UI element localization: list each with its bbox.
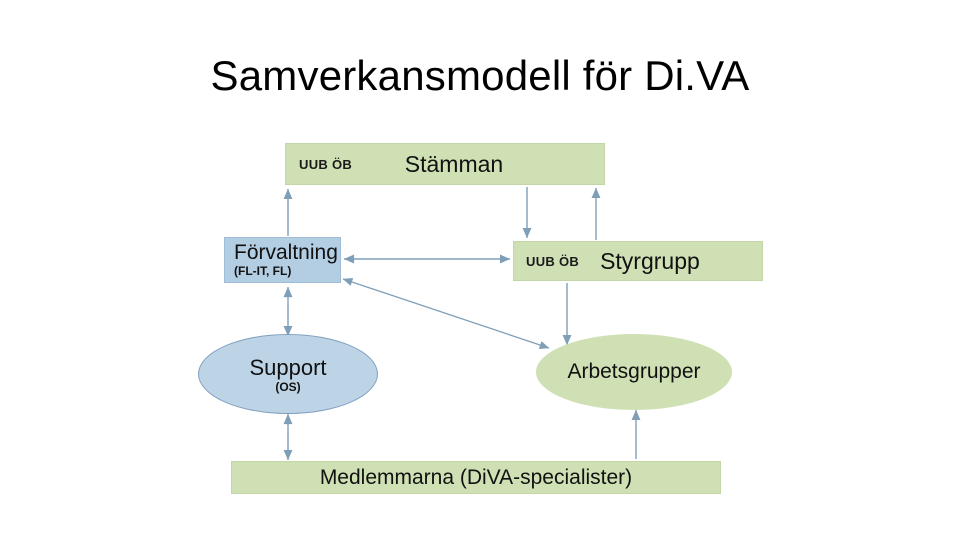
node-styrgrupp[interactable]: UUB ÖB Styrgrupp: [513, 241, 763, 281]
node-forvaltning[interactable]: Förvaltning (FL-IT, FL): [224, 237, 341, 283]
node-support-subtitle: (OS): [275, 379, 301, 394]
node-support[interactable]: Support (OS): [198, 334, 378, 414]
node-support-title: Support: [249, 354, 327, 380]
node-stamman[interactable]: UUB ÖB Stämman: [285, 143, 605, 185]
node-medlemmarna[interactable]: Medlemmarna (DiVA-specialister): [231, 461, 721, 494]
node-forvaltning-title: Förvaltning: [234, 241, 338, 264]
page-title: Samverkansmodell för Di.VA: [210, 52, 750, 99]
node-styrgrupp-title: Styrgrupp: [600, 247, 700, 274]
node-forvaltning-subtitle: (FL-IT, FL): [234, 264, 292, 278]
node-stamman-tag: UUB ÖB: [299, 156, 353, 172]
node-stamman-title: Stämman: [404, 150, 504, 177]
node-arbetsgrupper-title: Arbetsgrupper: [567, 360, 701, 383]
connector-forvaltning-arbetsgrupper: [342, 278, 550, 349]
node-styrgrupp-tag: UUB ÖB: [526, 253, 580, 269]
node-arbetsgrupper[interactable]: Arbetsgrupper: [536, 334, 732, 410]
node-medlemmarna-title: Medlemmarna (DiVA-specialister): [319, 465, 633, 489]
